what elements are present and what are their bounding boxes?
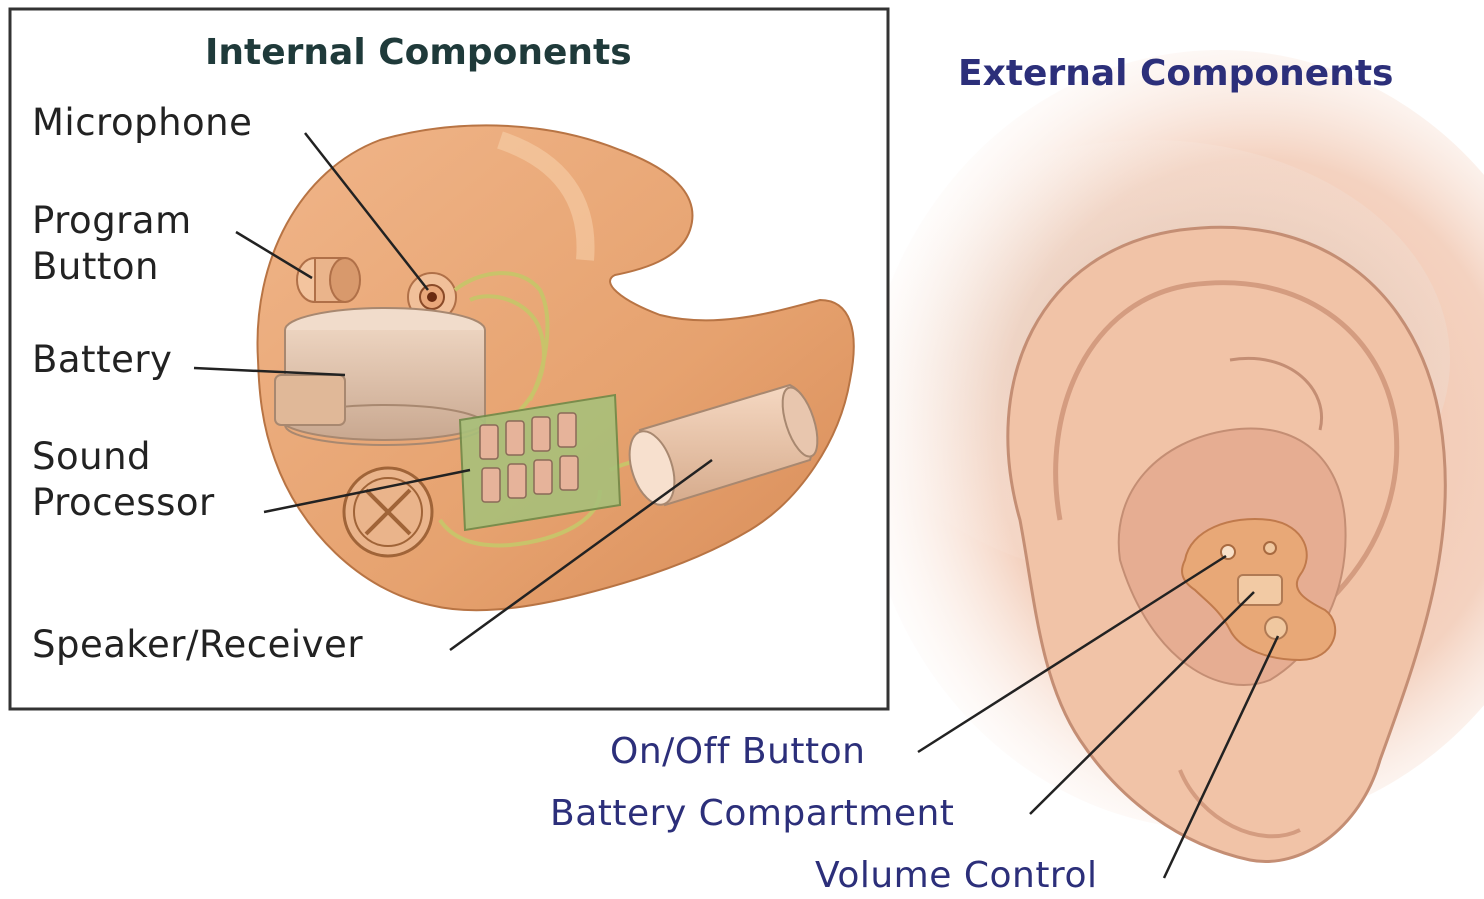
label-sound-processor-line2: Processor: [32, 480, 215, 526]
label-sound-processor-line1: Sound: [32, 434, 151, 480]
volume-wheel: [1265, 617, 1287, 639]
external-components-title: External Components: [958, 53, 1393, 94]
label-volume-control: Volume Control: [815, 853, 1097, 899]
label-speaker-receiver: Speaker/Receiver: [32, 622, 363, 668]
sound-processor-part: [460, 395, 620, 530]
label-program-button-line1: Program: [32, 198, 192, 244]
ear-illustration: [850, 50, 1484, 862]
label-battery: Battery: [32, 337, 172, 383]
label-program-button-line2: Button: [32, 244, 159, 290]
program-button-part: [297, 258, 360, 302]
battery-part: [275, 308, 485, 445]
internal-components-title: Internal Components: [205, 32, 632, 73]
label-on-off-button: On/Off Button: [610, 729, 866, 775]
label-battery-compartment: Battery Compartment: [550, 791, 954, 837]
mic-dot: [1264, 542, 1276, 554]
label-microphone: Microphone: [32, 100, 252, 146]
